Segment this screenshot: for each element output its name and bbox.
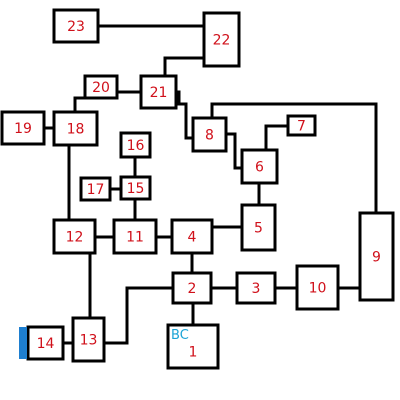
room-box [202,11,241,68]
room-label: 13 [80,333,98,349]
room-label: 19 [14,121,32,137]
room-box [240,203,277,252]
room-16[interactable]: 16 [119,131,152,159]
connection-6-7 [264,124,290,152]
room-box [171,271,213,305]
room-18[interactable]: 18 [52,110,99,147]
room-label: 17 [87,182,105,198]
room-box [52,218,97,255]
room-box [119,131,152,159]
room-box [358,211,395,302]
room-label: 15 [127,181,145,197]
room-box [235,271,277,305]
connection-6-8 [224,132,244,170]
room-11[interactable]: 11 [112,218,158,255]
room-label: 10 [309,281,327,297]
room-label: 5 [254,221,263,237]
room-19[interactable]: 19 [0,110,46,146]
room-label: 11 [126,230,144,246]
room-label: 14 [37,336,55,352]
room-21[interactable]: 21 [139,74,178,110]
room-4[interactable]: 4 [170,218,214,255]
room-label: 22 [213,33,231,49]
room-label: 2 [188,281,197,297]
room-1[interactable]: 1BC [166,323,220,370]
room-box [26,325,65,361]
room-box [139,74,178,110]
room-7[interactable]: 7 [286,114,317,137]
blue-door-bar-icon [19,327,27,359]
room-9[interactable]: 9 [358,211,395,302]
connection-lines [42,24,378,345]
room-22[interactable]: 22 [202,11,241,68]
room-box [191,116,228,153]
room-label: 4 [188,230,197,246]
room-23[interactable]: 23 [52,8,100,44]
room-box [0,110,46,146]
room-label: 21 [150,85,168,101]
room-label: 16 [127,138,145,154]
room-label: 20 [92,80,110,96]
room-6[interactable]: 6 [240,148,279,185]
connection-18-20 [73,96,87,114]
connection-9-8 [210,102,378,215]
room-box [286,114,317,137]
room-label: 8 [205,128,214,144]
room-10[interactable]: 10 [295,264,340,311]
room-box [71,316,106,363]
connection-21-22 [163,56,206,78]
room-box [295,264,340,311]
room-label: 6 [255,160,264,176]
room-box [52,110,99,147]
room-5[interactable]: 5 [240,203,277,252]
room-box [119,175,152,201]
room-label: 1 [189,345,198,361]
room-8[interactable]: 8 [191,116,228,153]
room-box [112,218,158,255]
room-box [240,148,279,185]
room-box [170,218,214,255]
room-3[interactable]: 3 [235,271,277,305]
room-label: 9 [372,250,381,266]
room-box [83,74,119,100]
room-label: 7 [297,119,306,135]
room-box [166,323,220,370]
connection-8-21 [174,90,195,140]
room-box [79,176,112,202]
room-14[interactable]: 14 [19,325,65,361]
connection-13-2 [102,286,175,345]
room-box [52,8,100,44]
start-marker-label: BC [171,328,189,343]
room-20[interactable]: 20 [83,74,119,100]
room-label: 23 [67,19,85,35]
room-label: 18 [67,122,85,138]
room-12[interactable]: 12 [52,218,97,255]
room-2[interactable]: 2 [171,271,213,305]
room-label: 3 [252,281,261,297]
room-17[interactable]: 17 [79,176,112,202]
room-15[interactable]: 15 [119,175,152,201]
room-13[interactable]: 13 [71,316,106,363]
room-label: 12 [66,230,84,246]
